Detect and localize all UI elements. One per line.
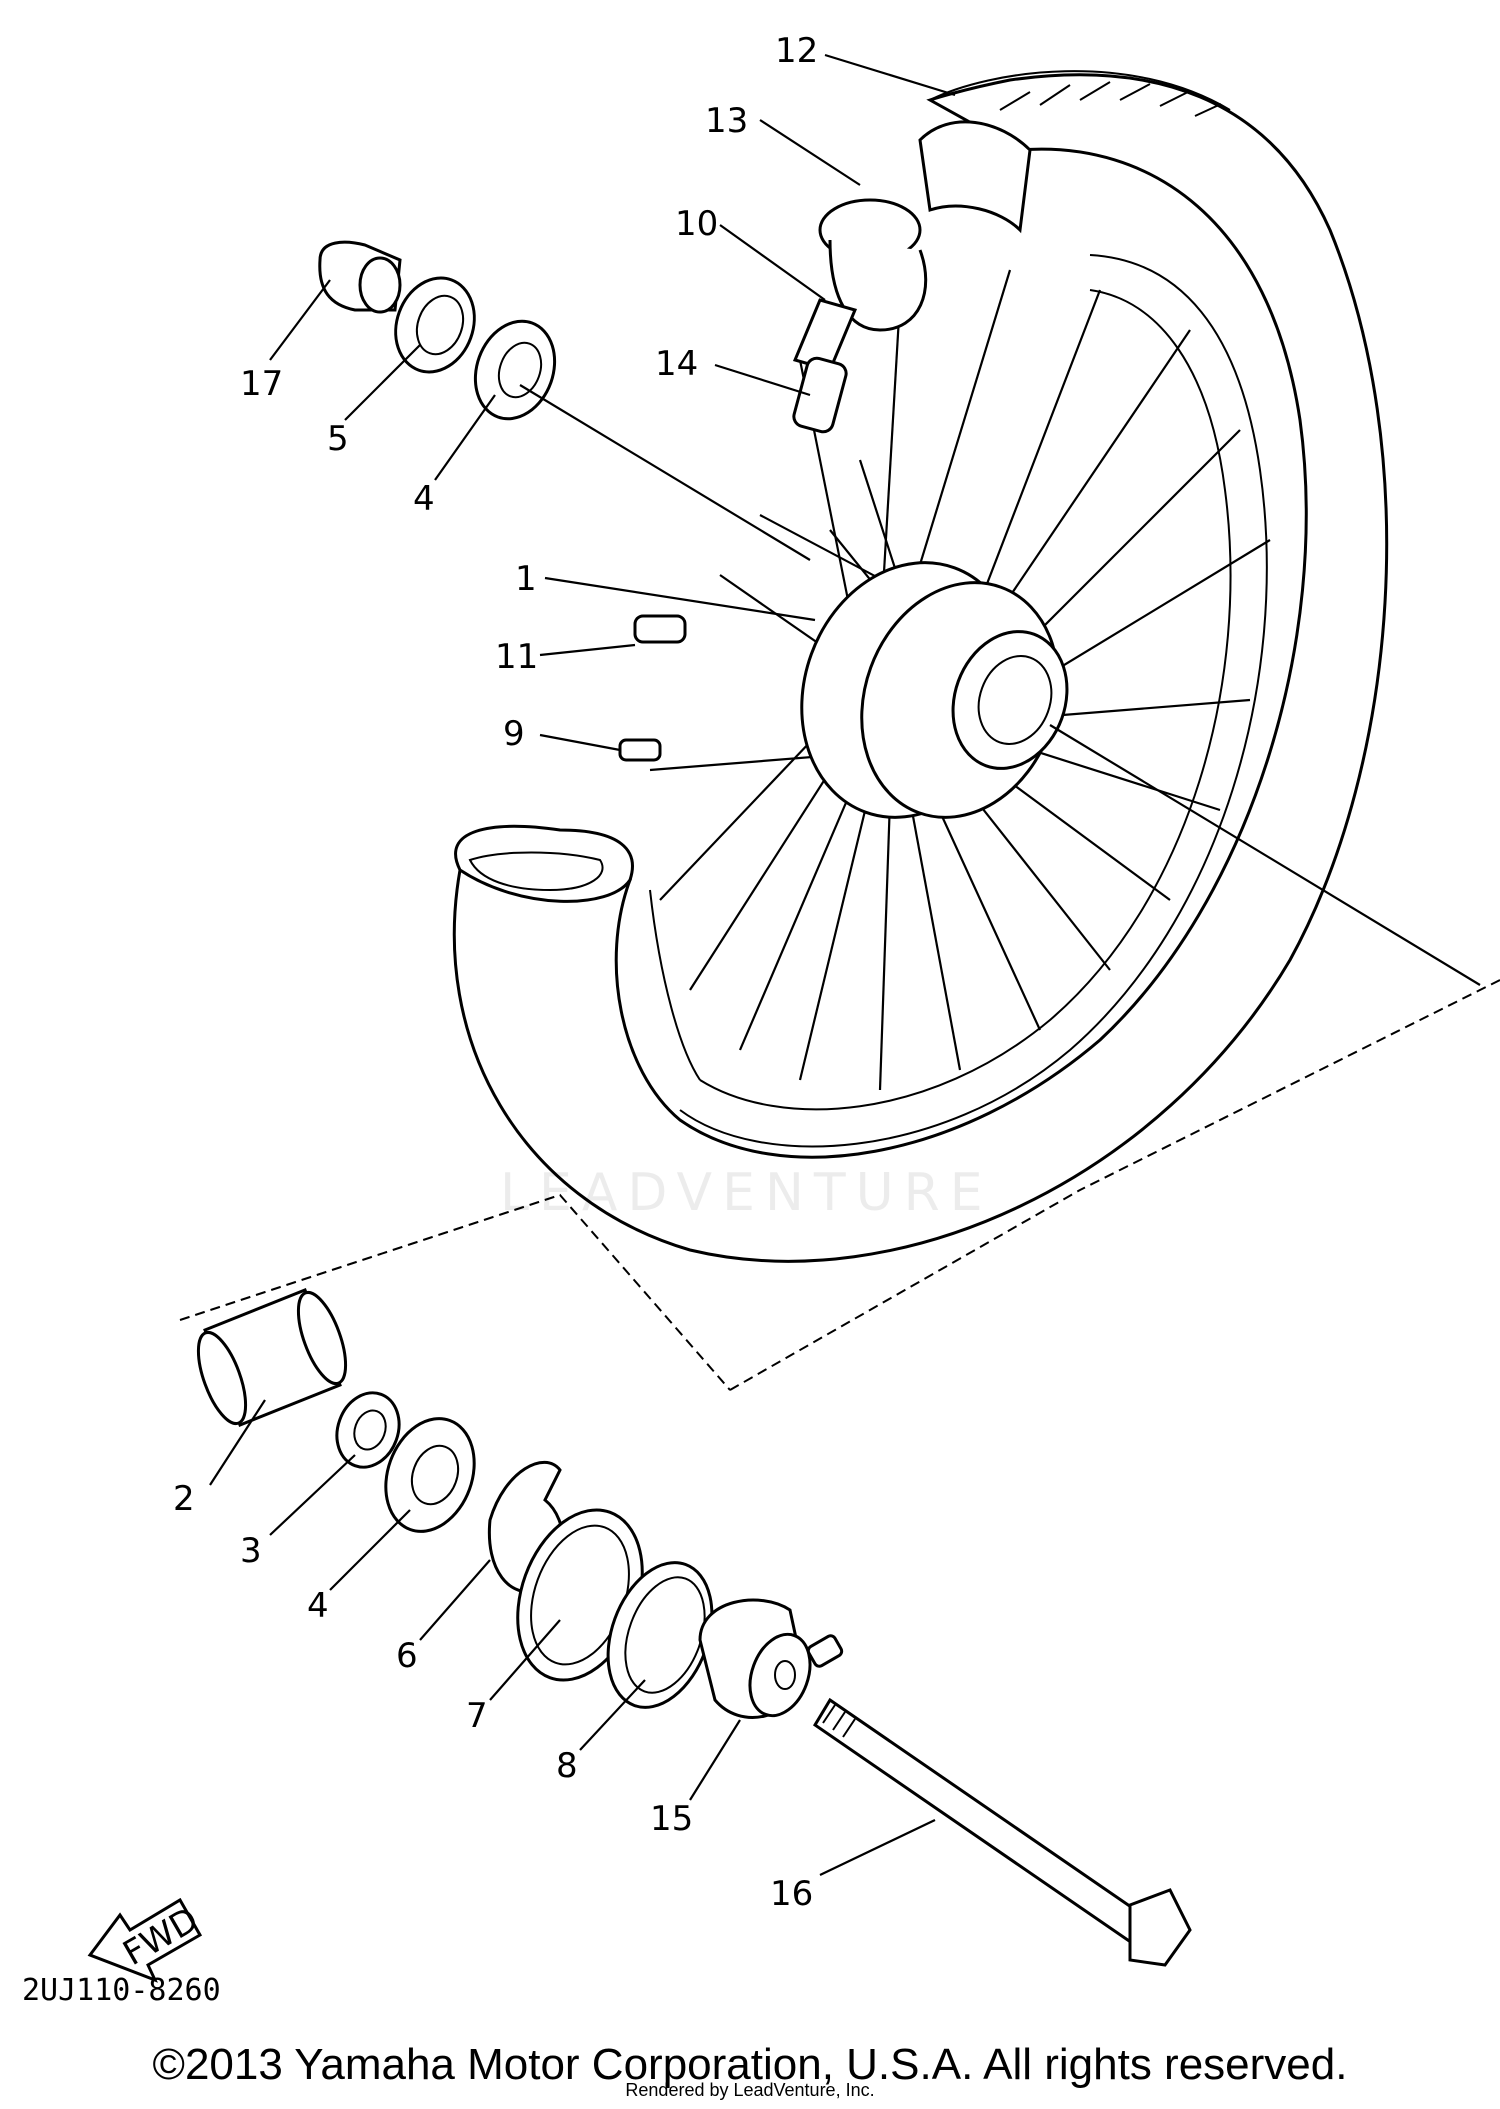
callout-5: 5 xyxy=(327,419,349,459)
callout-2: 2 xyxy=(173,1479,195,1519)
valve-parts xyxy=(618,614,687,762)
fwd-arrow-icon: FWD xyxy=(87,1897,205,1983)
copyright-notice: ©2013 Yamaha Motor Corporation, U.S.A. A… xyxy=(152,2040,1348,2089)
callout-4-upper: 4 xyxy=(413,479,435,519)
rim xyxy=(649,254,1268,1148)
tube-section xyxy=(454,824,634,903)
rendered-by-notice: Rendered by LeadVenture, Inc. xyxy=(625,2080,875,2100)
callout-15: 15 xyxy=(650,1799,693,1839)
axle-alignment-guide xyxy=(179,979,1500,1391)
callout-7: 7 xyxy=(466,1696,488,1736)
hub xyxy=(800,561,1069,819)
callout-16: 16 xyxy=(770,1874,813,1914)
rim-band-and-tube xyxy=(792,120,1032,434)
callout-17: 17 xyxy=(240,364,283,404)
axle-components xyxy=(196,1288,1192,1967)
upper-bearing-set xyxy=(318,240,557,421)
callout-13: 13 xyxy=(705,101,748,141)
callout-labels: 12 13 10 14 17 5 4 1 11 9 2 3 4 6 7 8 15… xyxy=(173,31,818,1914)
part-code: 2UJ110-8260 xyxy=(22,1973,221,2008)
callout-6: 6 xyxy=(396,1636,418,1676)
leader-lines xyxy=(209,53,956,1876)
callout-11: 11 xyxy=(495,637,538,677)
callout-9: 9 xyxy=(503,714,525,754)
callout-12: 12 xyxy=(775,31,818,71)
callout-1: 1 xyxy=(515,559,537,599)
callout-8: 8 xyxy=(556,1746,578,1786)
watermark: LEADVENTURE xyxy=(500,1163,993,1223)
tire xyxy=(452,70,1389,1263)
callout-4-lower: 4 xyxy=(307,1586,329,1626)
callout-10: 10 xyxy=(675,204,718,244)
callout-3: 3 xyxy=(240,1531,262,1571)
callout-14: 14 xyxy=(655,344,698,384)
